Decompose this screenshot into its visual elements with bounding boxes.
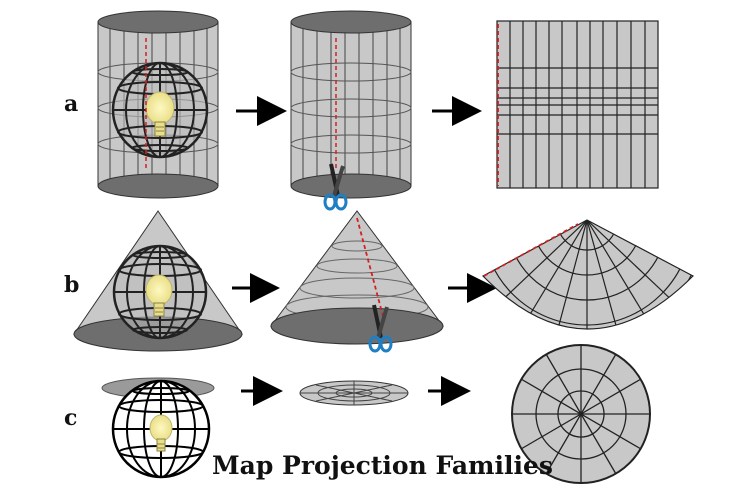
- scissors-icon: [323, 163, 348, 211]
- lightbulb-icon: [145, 274, 173, 317]
- cut-line: [483, 223, 579, 277]
- scissors-icon: [368, 304, 393, 353]
- row-label-b: b: [64, 272, 79, 298]
- cut-line: [356, 217, 385, 321]
- cylinder-with-globe: [97, 10, 219, 199]
- azimuthal-projection-disk: [511, 344, 651, 484]
- cone-with-globe: [73, 210, 243, 352]
- conic-projection-fan: [482, 219, 694, 330]
- row-label-c: c: [64, 405, 77, 431]
- lightbulb-icon: [149, 414, 173, 452]
- diagram-title: Map Projection Families: [212, 451, 553, 480]
- plane-with-globe: [101, 377, 215, 479]
- cone-being-cut: [270, 210, 444, 353]
- cylinder-being-cut: [290, 10, 412, 211]
- row-label-a: a: [64, 91, 78, 117]
- cylindrical-projection-grid: [496, 20, 659, 189]
- plane-disk: [299, 380, 409, 406]
